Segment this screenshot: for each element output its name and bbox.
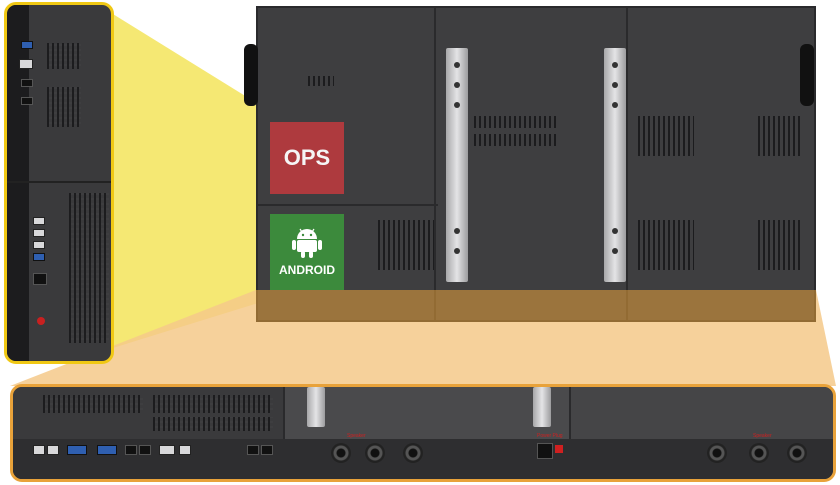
port-icon xyxy=(159,445,175,455)
power-socket-icon xyxy=(537,443,553,459)
power-button-icon xyxy=(37,317,45,325)
vent-grille xyxy=(47,43,81,69)
speaker-icon xyxy=(403,443,423,463)
speaker-icon xyxy=(749,443,769,463)
vesa-bracket xyxy=(446,48,468,282)
left-handle xyxy=(244,44,258,106)
vga-port-icon xyxy=(97,445,117,455)
hdmi-port-icon xyxy=(247,445,259,455)
speaker-icon xyxy=(707,443,727,463)
right-handle xyxy=(800,44,814,106)
vent-grille xyxy=(69,193,109,343)
vga-port-icon xyxy=(67,445,87,455)
vent-grille xyxy=(638,116,694,156)
vesa-bracket xyxy=(533,387,551,427)
port-icon xyxy=(19,59,33,69)
port-icon xyxy=(21,97,33,105)
bottom-io-closeup: Speaker Power Plug Speaker xyxy=(10,384,836,482)
lan-port-icon xyxy=(179,445,191,455)
speaker-label: Speaker xyxy=(347,433,366,439)
vent-grille xyxy=(308,76,334,86)
android-label: ANDROID xyxy=(279,263,335,277)
vent-grille xyxy=(758,116,802,156)
hdmi-port-icon xyxy=(139,445,151,455)
speaker-icon xyxy=(331,443,351,463)
speaker-icon xyxy=(365,443,385,463)
usb-port-icon xyxy=(33,241,45,249)
ops-badge: OPS xyxy=(270,122,344,194)
port-icon xyxy=(47,445,59,455)
port-icon xyxy=(21,79,33,87)
speaker-label: Speaker xyxy=(753,433,772,439)
android-robot-icon xyxy=(292,228,322,258)
vent-grille xyxy=(153,395,273,413)
vent-grille xyxy=(638,220,694,270)
hdmi-port-icon xyxy=(261,445,273,455)
card-slot-icon xyxy=(33,273,47,285)
vesa-bracket xyxy=(604,48,626,282)
power-switch-icon xyxy=(555,445,563,453)
bottom-io-strip-highlight xyxy=(256,290,816,322)
speaker-icon xyxy=(787,443,807,463)
port-icon xyxy=(21,41,33,49)
ops-label: OPS xyxy=(283,145,331,170)
yellow-zoom-highlight xyxy=(100,6,268,352)
vent-grille xyxy=(474,116,556,128)
vent-grille xyxy=(43,395,143,413)
usb-port-icon xyxy=(33,217,45,225)
power-plug-label: Power Plug xyxy=(537,433,563,439)
vent-grille xyxy=(378,220,434,270)
display-rear-panel xyxy=(256,6,816,322)
hdmi-port-icon xyxy=(125,445,137,455)
usb-port-icon xyxy=(33,253,45,261)
vent-grille xyxy=(474,134,556,146)
vent-grille xyxy=(758,220,802,270)
android-badge: ANDROID xyxy=(270,214,344,290)
vent-grille xyxy=(47,87,81,127)
left-side-io-closeup xyxy=(4,2,114,364)
port-icon xyxy=(33,445,45,455)
usb-port-icon xyxy=(33,229,45,237)
vesa-bracket xyxy=(307,387,325,427)
vent-grille xyxy=(153,417,273,431)
